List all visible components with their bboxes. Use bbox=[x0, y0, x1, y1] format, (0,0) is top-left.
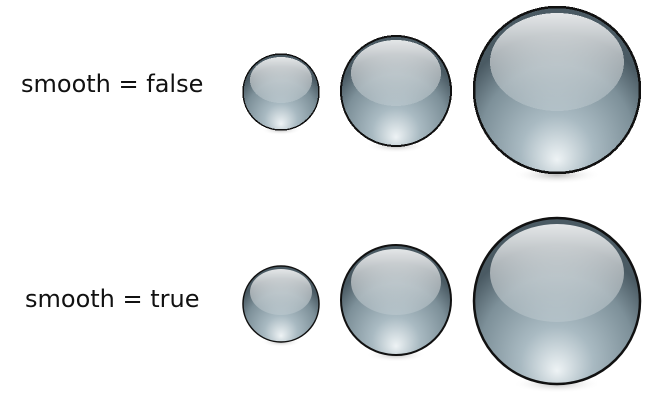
sphere-medium bbox=[340, 35, 452, 153]
sphere-small bbox=[242, 265, 320, 347]
sphere-large bbox=[472, 216, 642, 393]
row-label-smooth-false: smooth = false bbox=[21, 70, 204, 98]
row-label-smooth-true: smooth = true bbox=[25, 285, 200, 313]
sphere-medium bbox=[340, 244, 452, 362]
sphere-row-smooth-false bbox=[242, 5, 642, 184]
sphere-row-smooth-true bbox=[242, 216, 642, 393]
sphere-small bbox=[242, 53, 320, 135]
sphere-large bbox=[472, 5, 642, 184]
